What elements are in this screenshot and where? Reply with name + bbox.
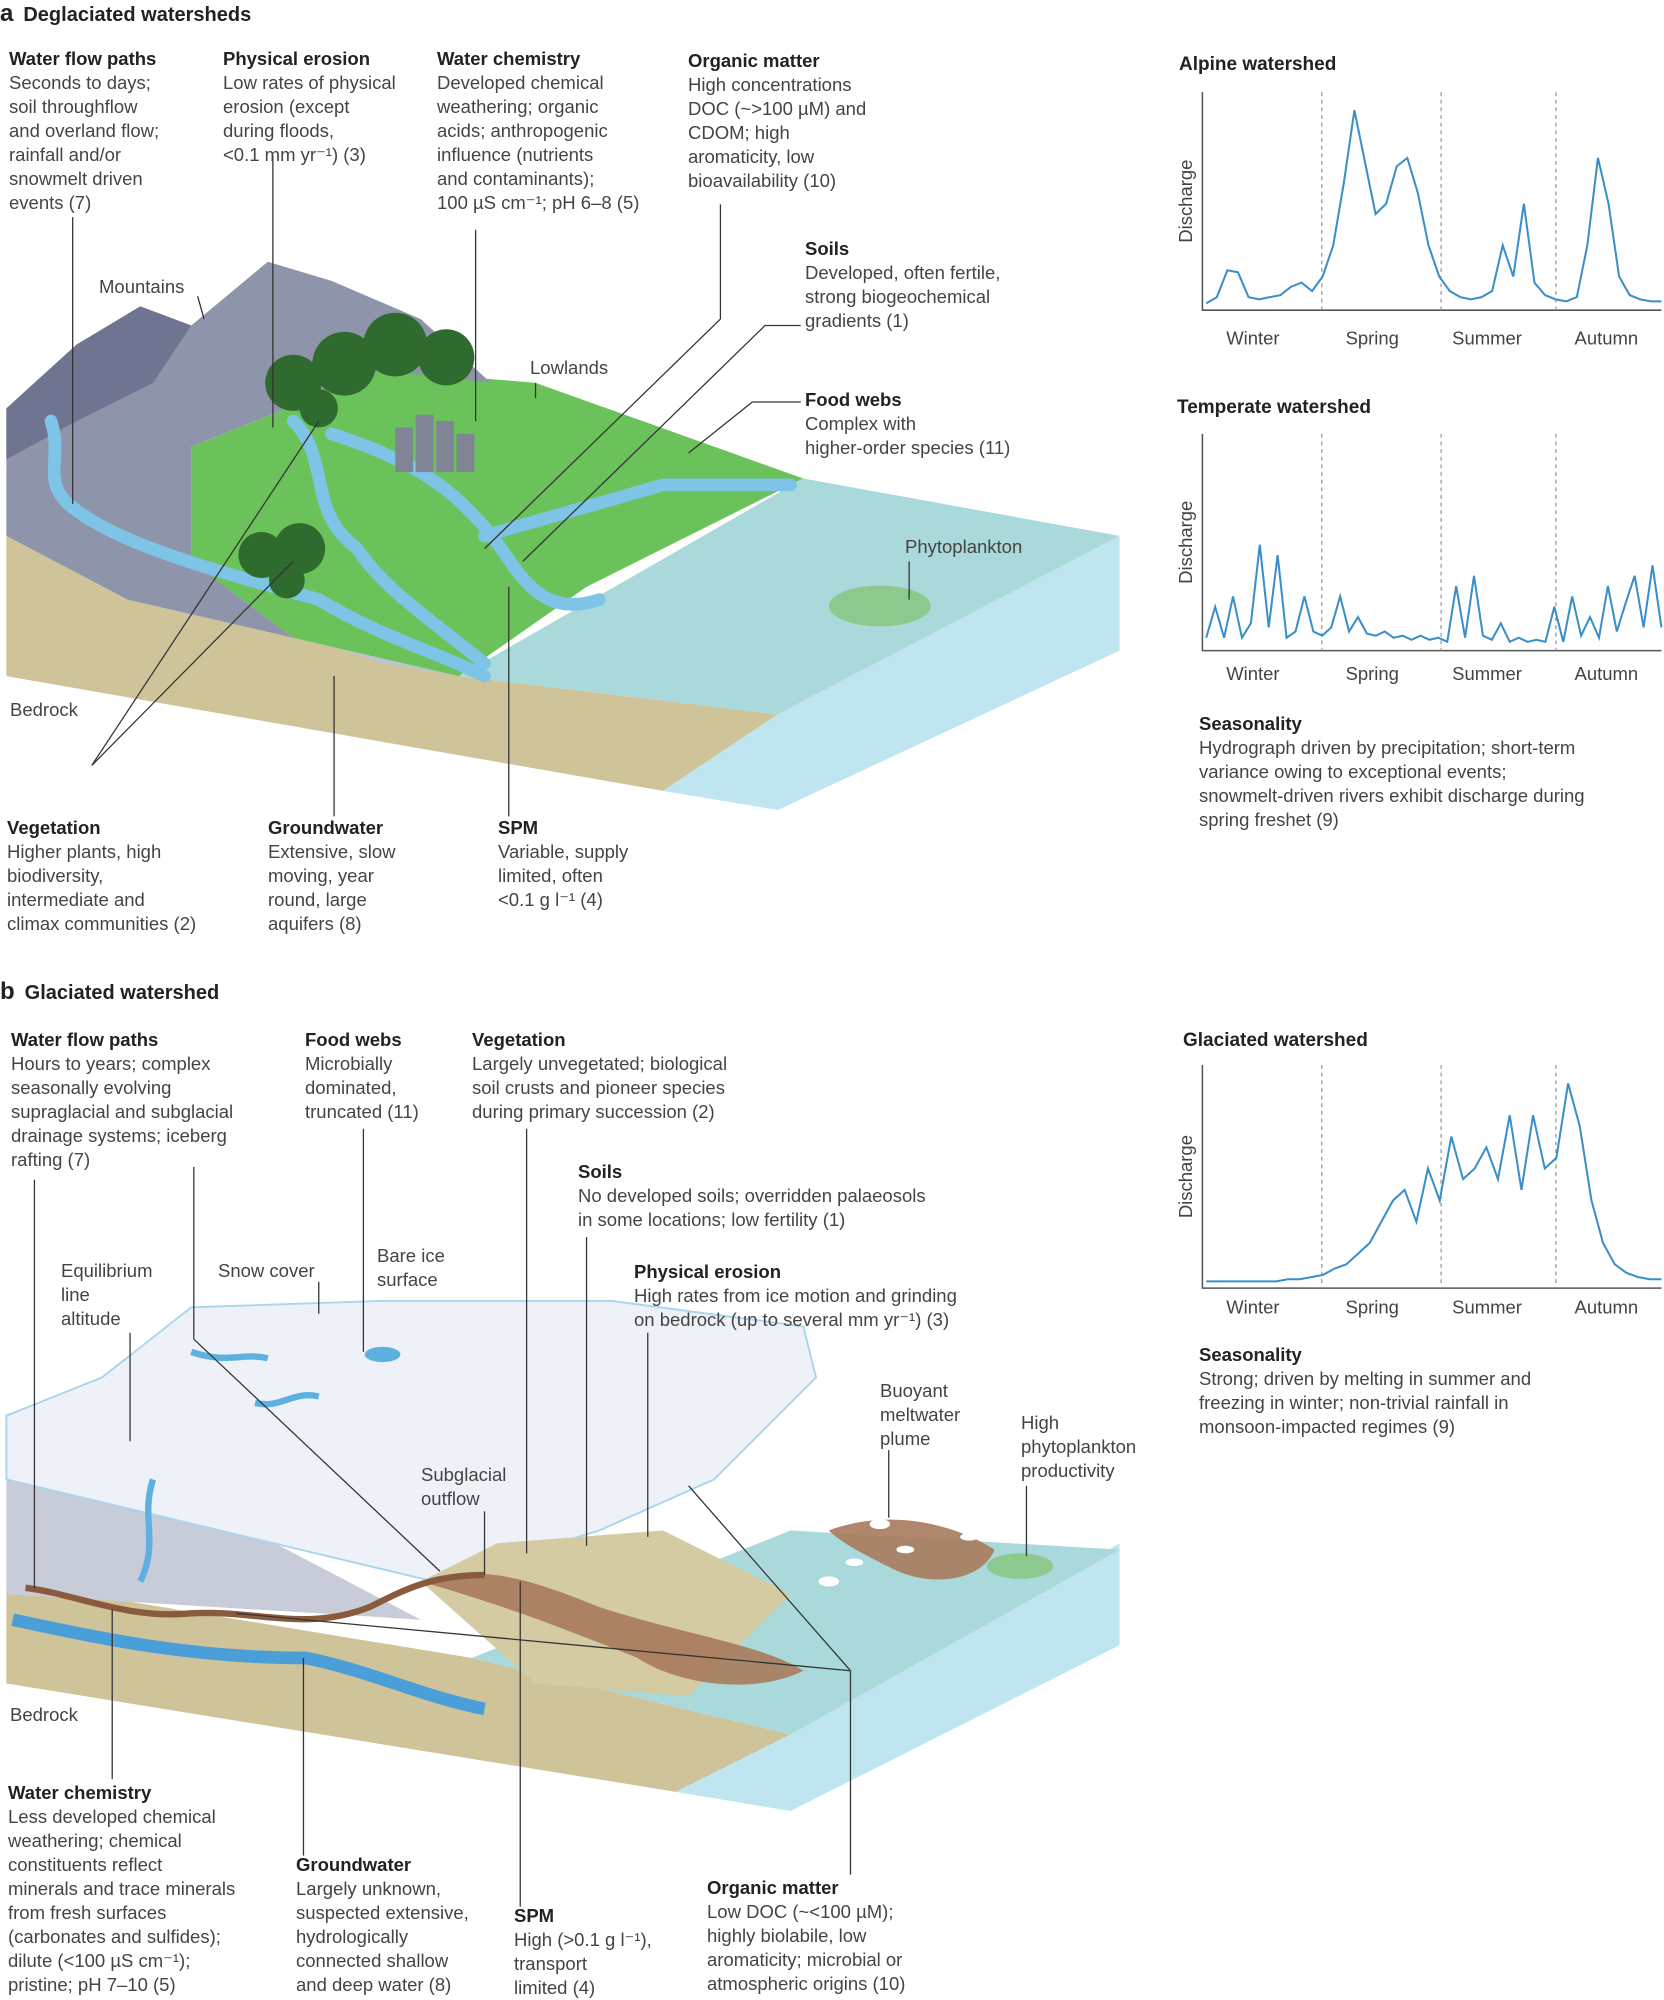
season-label: Summer bbox=[1452, 663, 1522, 684]
ela-label: Equilibrium line altitude bbox=[61, 1260, 153, 1329]
discharge-line bbox=[1206, 1083, 1662, 1283]
temperate-hydrograph: Winter Spring Summer Autumn Discharge bbox=[1175, 433, 1663, 684]
sea-front-face bbox=[663, 535, 1120, 811]
season-label: Spring bbox=[1346, 663, 1399, 684]
subglacial-outflow-label: Subglacial outflow bbox=[421, 1464, 507, 1509]
season-label: Winter bbox=[1226, 1297, 1279, 1318]
discharge-line bbox=[1205, 544, 1663, 644]
bare-ice-label: Bare ice surface bbox=[377, 1245, 445, 1290]
phytoplankton-label: Phytoplankton bbox=[905, 536, 1023, 557]
bedrock-face bbox=[6, 408, 778, 791]
axis bbox=[1201, 92, 1662, 311]
discharge-line bbox=[1205, 110, 1662, 305]
forest bbox=[238, 312, 475, 599]
glaciated-landscape bbox=[5, 1128, 1120, 1907]
season-label: Summer bbox=[1452, 1297, 1522, 1318]
alpine-hydrograph: Winter Spring Summer Autumn Discharge bbox=[1175, 92, 1662, 349]
mountains-label: Mountains bbox=[99, 276, 185, 297]
season-label: Autumn bbox=[1575, 663, 1639, 684]
season-label: Autumn bbox=[1575, 1297, 1639, 1318]
bedrock-face bbox=[6, 1415, 791, 1792]
leader-lines bbox=[72, 155, 910, 817]
phytoplankton-patch bbox=[828, 585, 931, 627]
season-label: Spring bbox=[1346, 328, 1399, 349]
axis bbox=[1201, 433, 1662, 652]
high-phyto-label: High phytoplankton productivity bbox=[1021, 1412, 1137, 1481]
axis bbox=[1201, 1065, 1662, 1289]
supraglacial-lake bbox=[364, 1346, 401, 1363]
leader-lines bbox=[33, 1128, 1028, 1907]
deglaciated-landscape bbox=[6, 155, 1120, 817]
snow-cover-label: Snow cover bbox=[218, 1260, 315, 1281]
season-label: Spring bbox=[1346, 1297, 1399, 1318]
plume-label: Buoyant meltwater plume bbox=[880, 1380, 961, 1449]
sea-surface bbox=[459, 478, 1120, 715]
season-label: Winter bbox=[1226, 663, 1279, 684]
glaciated-chart-title: Glaciated watershed bbox=[1183, 1030, 1368, 1051]
bedrock-label: Bedrock bbox=[10, 699, 78, 720]
phytoplankton-patch bbox=[986, 1553, 1054, 1579]
season-label: Autumn bbox=[1575, 328, 1639, 349]
alpine-chart-title: Alpine watershed bbox=[1179, 54, 1337, 75]
river bbox=[44, 414, 797, 683]
bedrock-label: Bedrock bbox=[10, 1704, 78, 1725]
season-label: Summer bbox=[1452, 328, 1522, 349]
temperate-chart-title: Temperate watershed bbox=[1177, 397, 1371, 418]
y-axis-label: Discharge bbox=[1175, 501, 1196, 584]
season-label: Winter bbox=[1226, 328, 1279, 349]
lowlands bbox=[191, 370, 804, 677]
y-axis-label: Discharge bbox=[1175, 160, 1196, 243]
groundwater-channel bbox=[11, 1613, 486, 1716]
icebergs bbox=[818, 1518, 978, 1587]
city bbox=[395, 414, 475, 473]
subglacial-channel bbox=[25, 1571, 485, 1623]
glaciated-hydrograph: Winter Spring Summer Autumn Discharge bbox=[1175, 1065, 1662, 1318]
lowlands-label: Lowlands bbox=[530, 357, 609, 378]
glacier bbox=[5, 1299, 818, 1583]
y-axis-label: Discharge bbox=[1175, 1135, 1196, 1218]
sediment-plume bbox=[420, 1519, 995, 1685]
